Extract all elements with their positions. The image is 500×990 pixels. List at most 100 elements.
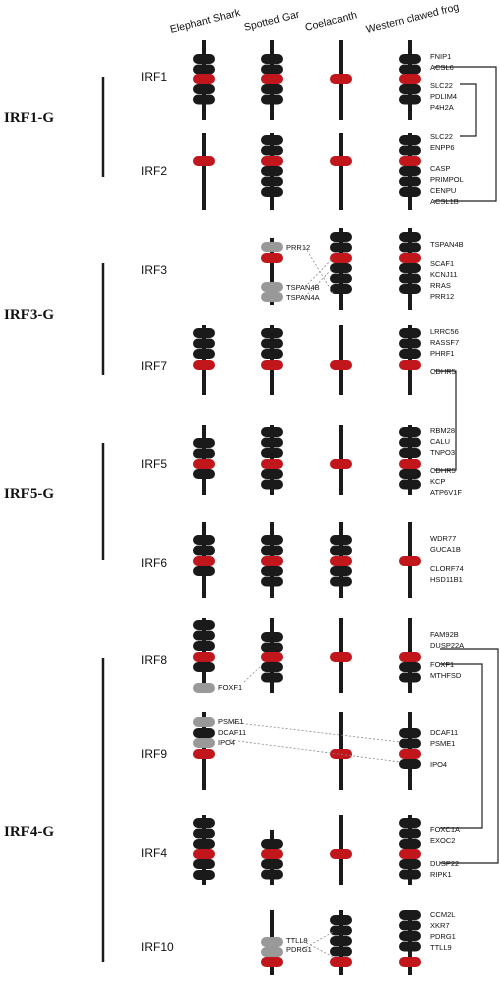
gene-block-gray [261,242,283,252]
gene-block-gray [261,937,283,947]
gene-label: CLORF74 [430,564,464,573]
gene-block-red [261,253,283,263]
gene-block-black [261,145,283,156]
gene-block-black [193,84,215,94]
gene-block-black [193,728,215,738]
chromosome-stick [399,618,421,693]
gene-block-black [261,642,283,653]
synteny-connectors [229,246,401,958]
gene-label: CDHR5 [430,466,456,475]
chromosome-stick [261,522,283,598]
gene-label: DUSP22 [430,859,459,868]
species-headers: Elephant Shark Spotted Gar Coelacanth We… [169,1,461,36]
connector-pdrg1 [302,931,334,950]
gene-block-black [193,859,215,869]
group-label-irf1: IRF1-G [4,110,54,126]
gene-label: DUSP22A [430,641,464,650]
gene-block-black [261,448,283,458]
connector-prr12 [304,246,334,294]
gene-block-black [399,672,421,683]
gene-block-black [193,64,215,75]
gene-block-red [261,652,283,662]
gene-block-black [399,728,421,738]
gene-label: ACSL6 [430,63,454,72]
chromosome-stick [193,522,215,598]
gene-block-black [399,427,421,437]
irf-label-irf5: IRF5 [141,457,167,471]
gene-label: MTHFSD [430,671,462,680]
gene-block-black [330,936,352,946]
gene-block-black [399,338,421,349]
gene-block-red [330,849,352,859]
gene-block-black [330,566,352,576]
gene-block-black [399,869,421,880]
gene-block-black [261,566,283,576]
gene-block-black [261,839,283,849]
gene-block-black [193,818,215,828]
gene-label: PDRG1 [430,932,456,941]
connector-tspan4b [304,257,334,288]
gene-block-black [330,284,352,294]
gene-block-black [399,176,421,187]
gene-block-black [261,338,283,349]
gene-label: WDR77 [430,534,456,543]
chromosome-stick [330,40,352,120]
gene-labels: FNIP1 ACSL6 SLC22 PDLIM4 P4H2A SLC22 ENP… [218,52,464,954]
gene-block-black [261,672,283,683]
chromosome-stick [261,133,283,210]
gene-block-black [193,545,215,556]
chromosome-blocks [193,40,421,975]
gene-block-black [399,263,421,273]
connector-tspan4a [304,267,334,298]
gene-block-black [261,64,283,75]
gene-block-black [399,145,421,156]
gene-label: KCP [430,477,445,486]
chromosome-stick [330,522,352,598]
gene-block-black [261,135,283,145]
gene-block-black [399,759,421,769]
gene-block-black [399,284,421,294]
gene-block-red [193,849,215,859]
gene-block-black [261,54,283,64]
gene-block-black [399,931,421,941]
gene-block-black [399,64,421,75]
irf-label-irf9: IRF9 [141,747,167,761]
gene-block-red [330,253,352,263]
gene-block-black [330,545,352,556]
group-labels: IRF1-G IRF3-G IRF5-G IRF4-G [4,77,105,962]
gene-label: ACSL1B [430,197,459,206]
gene-block-red [261,459,283,469]
gene-block-red [193,749,215,759]
gene-label: RRAS [430,281,451,290]
gene-label: CDHR5 [430,367,456,376]
gene-label: PDLIM4 [430,92,457,101]
gene-label: SCAF1 [430,259,454,268]
group-label-irf4: IRF4-G [4,824,54,840]
gene-block-gray [261,947,283,957]
gene-label: TSPAN4B [430,240,464,249]
gene-block-red [193,459,215,469]
gene-block-gray [193,717,215,727]
chromosome-stick [330,425,352,495]
gene-block-red [261,360,283,370]
gene-block-black [193,54,215,64]
gene-block-gray [193,738,215,748]
gene-block-black [399,479,421,490]
gene-block-black [193,566,215,576]
bracket-slc22 [460,83,477,137]
species-coelacanth: Coelacanth [304,9,359,34]
chromosome-stick [193,425,215,495]
gene-block-black [193,328,215,338]
gene-label: CALU [430,437,450,446]
gene-block-black [330,535,352,545]
gene-block-black [330,915,352,925]
gene-block-black [261,94,283,105]
chromosome-stick [399,325,421,395]
gene-block-black [193,94,215,105]
gene-block-red [399,957,421,967]
gene-block-black [193,870,215,880]
irf-labels: IRF1 IRF2 IRF3 IRF7 IRF5 IRF6 IRF8 IRF9 … [141,70,174,954]
species-elephant-shark: Elephant Shark [169,7,242,36]
gene-block-black [261,176,283,187]
